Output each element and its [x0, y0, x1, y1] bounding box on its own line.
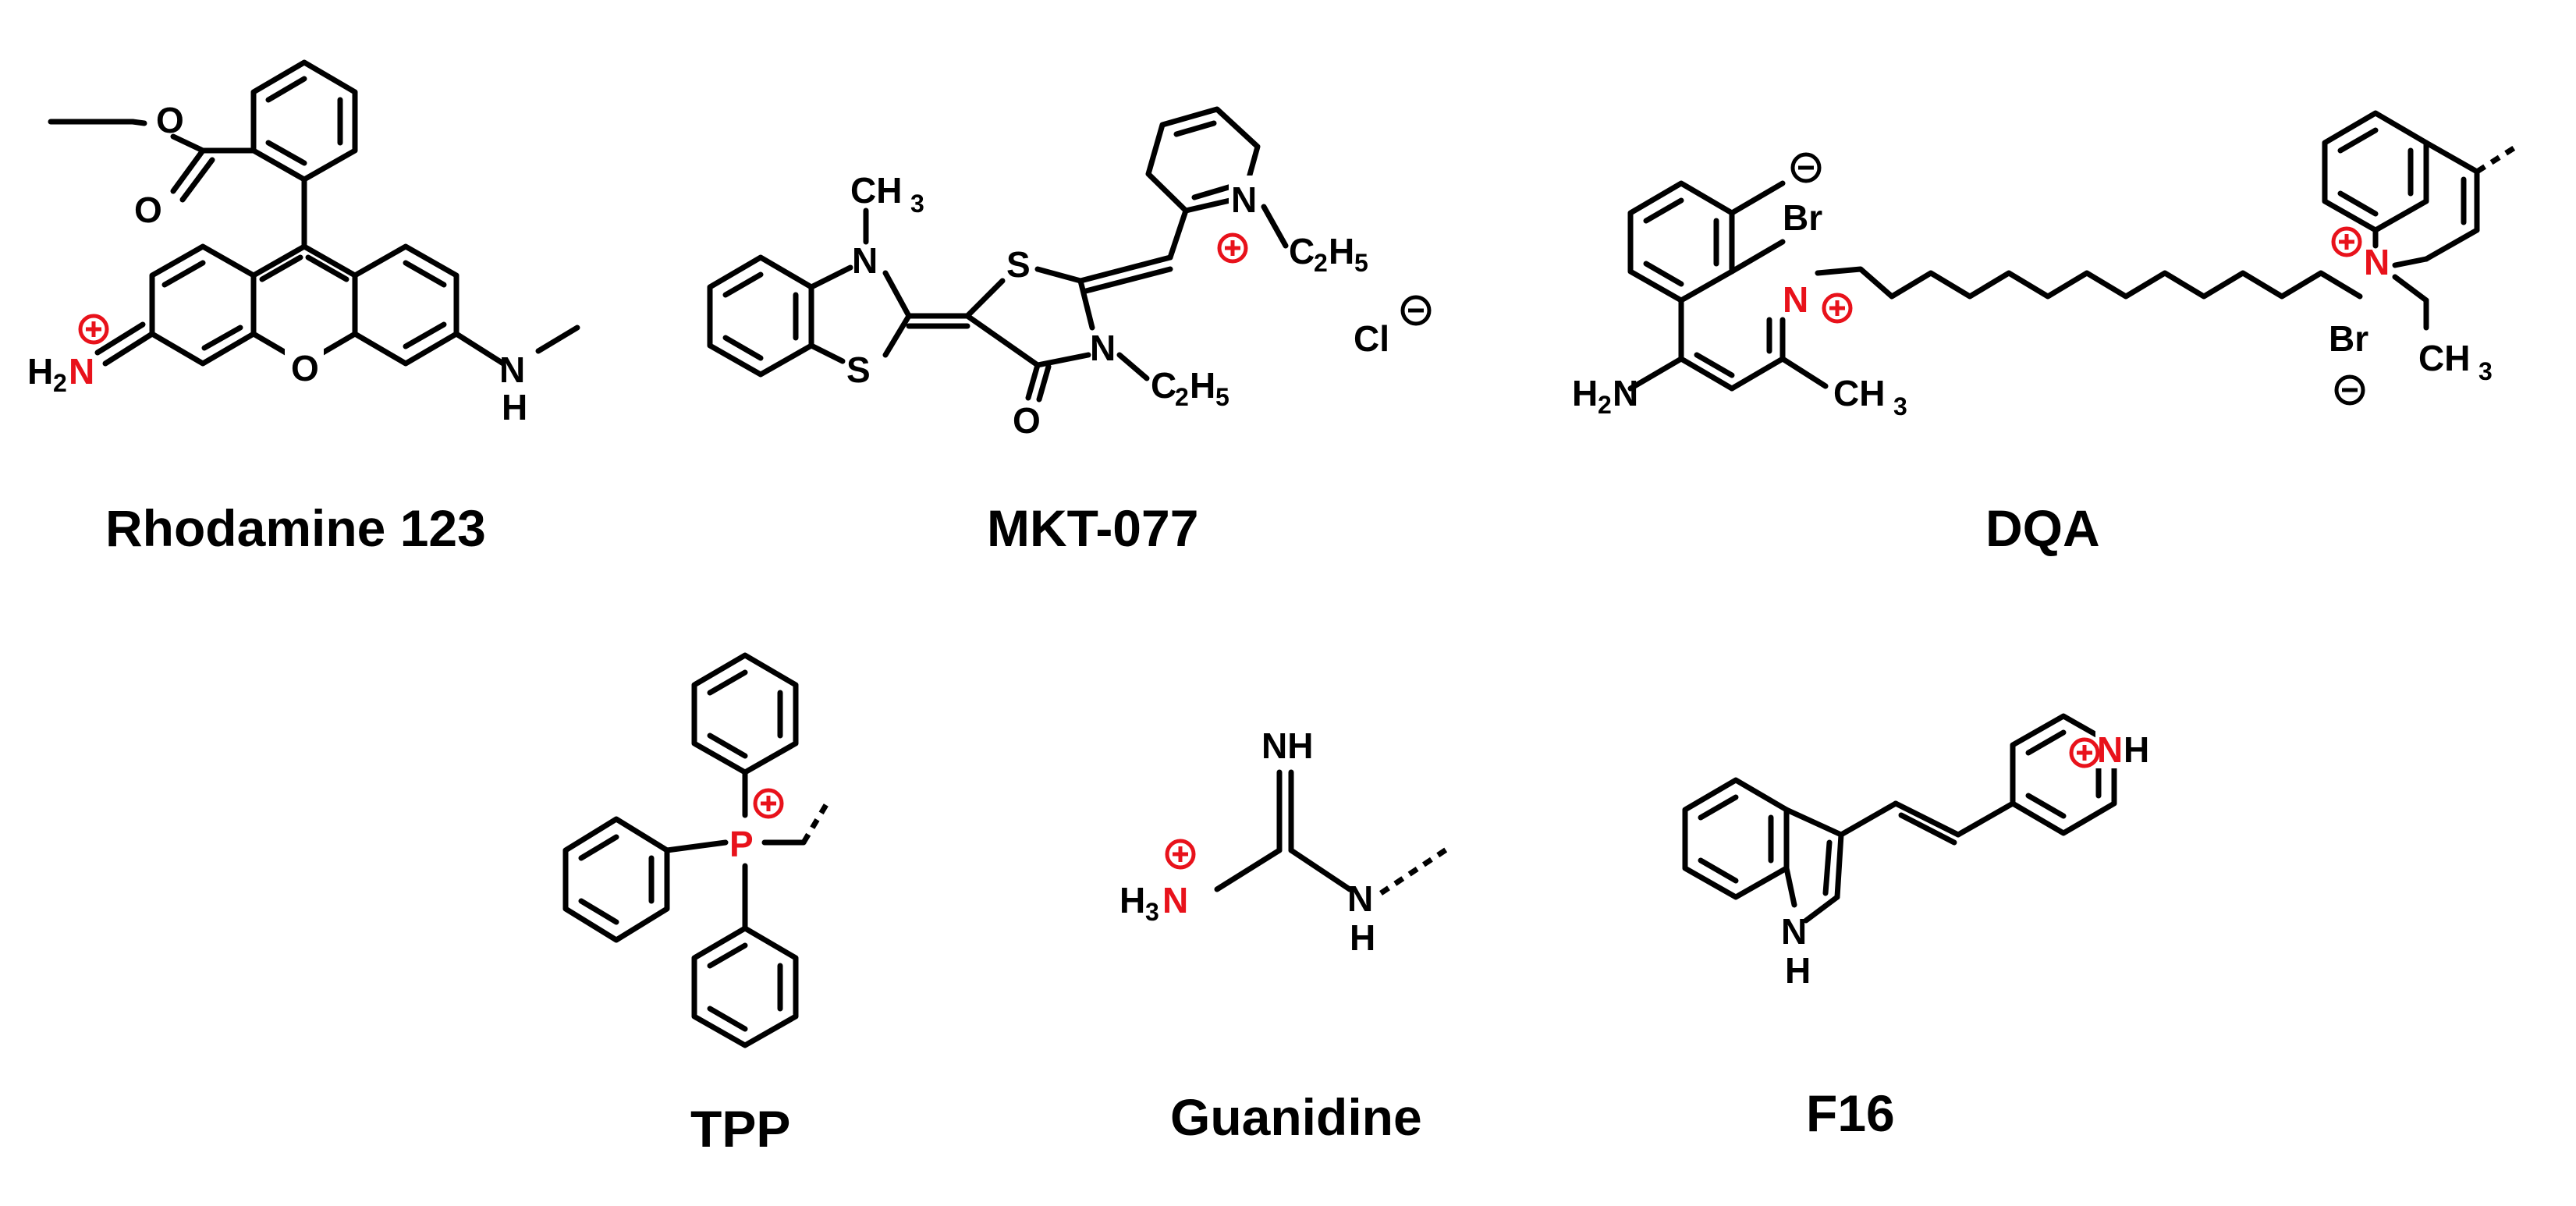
guanidine-amine-n: N: [1347, 878, 1373, 919]
chloride-label: Cl: [1354, 318, 1389, 359]
thiazolidinone-nitrogen: N: [1090, 328, 1116, 368]
caption-mkt-077: MKT-077: [987, 499, 1198, 557]
n-ethyl2-h: H: [1329, 231, 1354, 271]
dqa-amine-n: N: [1613, 373, 1638, 413]
n-ethyl2-c: C: [1289, 231, 1315, 271]
n-methyl-c: CH: [850, 170, 902, 211]
pyridinium-n-f16: N: [2097, 729, 2123, 770]
dqa-left-methyl-sub: 3: [1893, 392, 1907, 420]
dqa-left-methyl-c: CH: [1833, 373, 1885, 413]
dqa-right-nitrogen: N: [2364, 242, 2390, 282]
dqa-amine-sub: 2: [1598, 391, 1612, 419]
dqa-right-methyl-c: CH: [2418, 338, 2470, 378]
dqa-amine-h: H: [1572, 373, 1598, 413]
ammonium-h: H: [1119, 880, 1145, 920]
n-ethyl-h: H: [1190, 365, 1215, 406]
iminium-h-subscript: 2: [53, 369, 67, 397]
xanthene-oxygen: O: [291, 348, 319, 388]
dqa-left-nitrogen: N: [1783, 279, 1808, 320]
n-methyl-sub: 3: [910, 190, 924, 218]
n-ethyl-h-sub: 5: [1215, 383, 1229, 411]
caption-f16: F16: [1806, 1084, 1895, 1142]
bromide-right: Br: [2329, 318, 2368, 359]
f16-structure: N H N H F16: [1682, 713, 2149, 1142]
guanidine-amine-h: H: [1350, 917, 1375, 958]
caption-dqa: DQA: [1985, 499, 2100, 557]
ester-carbonyl-oxygen: O: [134, 190, 162, 230]
phosphonium-p: P: [729, 824, 754, 864]
n-ethyl-c-sub: 2: [1175, 383, 1189, 411]
indole-h: H: [1785, 950, 1811, 991]
caption-tpp: TPP: [690, 1100, 790, 1158]
ester-ether-oxygen: O: [156, 100, 184, 140]
amine-hydrogen: H: [502, 387, 527, 427]
ammonium-sub: 3: [1145, 898, 1159, 926]
pyridinium-h-f16: H: [2124, 729, 2149, 770]
dqa-structure: N H 2 N CH 3 Br N CH 3: [1572, 110, 2521, 557]
thiazole-sulfur: S: [846, 349, 871, 390]
imine-nh: NH: [1261, 725, 1313, 766]
thiazole-nitrogen: N: [852, 240, 878, 281]
thiazolidinone-sulfur: S: [1006, 244, 1031, 285]
dqa-right-methyl-sub: 3: [2478, 357, 2493, 385]
carbonyl-oxygen: O: [1013, 400, 1041, 441]
amine-nitrogen: N: [499, 349, 525, 390]
bromide-left: Br: [1783, 197, 1822, 238]
n-ethyl2-c-sub: 2: [1314, 249, 1328, 277]
n-ethyl-c: C: [1151, 365, 1176, 406]
indole-n: N: [1781, 911, 1807, 952]
mkt-077-structure: N S CH 3 S N O C 2 H 5 N: [707, 106, 1432, 557]
pyridinium-nitrogen: N: [1231, 179, 1257, 220]
n-ethyl2-h-sub: 5: [1354, 249, 1368, 277]
guanidine-structure: NH H 3 N N H Guanidine: [1119, 725, 1453, 1146]
ammonium-nitrogen: N: [1162, 880, 1188, 920]
tpp-structure: P TPP: [562, 652, 830, 1158]
rhodamine-123-structure: O O O H 2 N N H Rhodamine 123: [27, 59, 580, 557]
caption-rhodamine-123: Rhodamine 123: [105, 499, 486, 557]
caption-guanidine: Guanidine: [1170, 1088, 1422, 1146]
iminium-nitrogen: N: [69, 351, 94, 392]
iminium-h-label: H: [27, 351, 53, 392]
